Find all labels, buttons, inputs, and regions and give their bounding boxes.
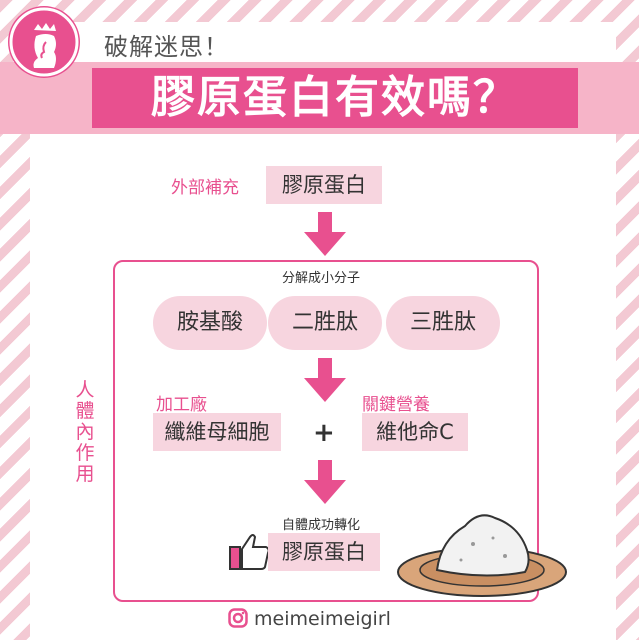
molecule-pill: 三胜肽 [386,296,500,350]
nutrient-label: 關鍵營養 [362,395,430,415]
nutrient-box: 維他命C [362,413,468,451]
lady-silhouette-logo-icon [8,6,80,78]
factory-box: 纖維母細胞 [153,413,281,451]
intake-box: 膠原蛋白 [266,166,382,204]
intake-label: 外部補充 [171,178,239,198]
instagram-handle[interactable]: meimeimeigirl [228,608,391,630]
molecule-pill: 胺基酸 [153,296,267,350]
plus-sign: + [313,418,335,448]
page-title: 膠原蛋白有效嗎？ [92,68,578,128]
instagram-icon [228,608,248,628]
powder-plate-icon [397,514,567,597]
factory-label: 加工廠 [156,395,207,415]
side-label: 人體內作用 [75,379,95,485]
result-box: 膠原蛋白 [268,533,380,571]
down-arrow-icon [304,460,346,504]
molecule-pill: 二胜肽 [268,296,382,350]
thumbs-up-icon [229,534,270,570]
subtitle: 破解迷思！ [104,33,229,61]
breakdown-caption: 分解成小分子 [282,271,361,286]
down-arrow-icon [304,358,346,402]
instagram-handle-text: meimeimeigirl [254,608,391,630]
result-caption: 自體成功轉化 [282,518,361,533]
down-arrow-icon [304,212,346,256]
